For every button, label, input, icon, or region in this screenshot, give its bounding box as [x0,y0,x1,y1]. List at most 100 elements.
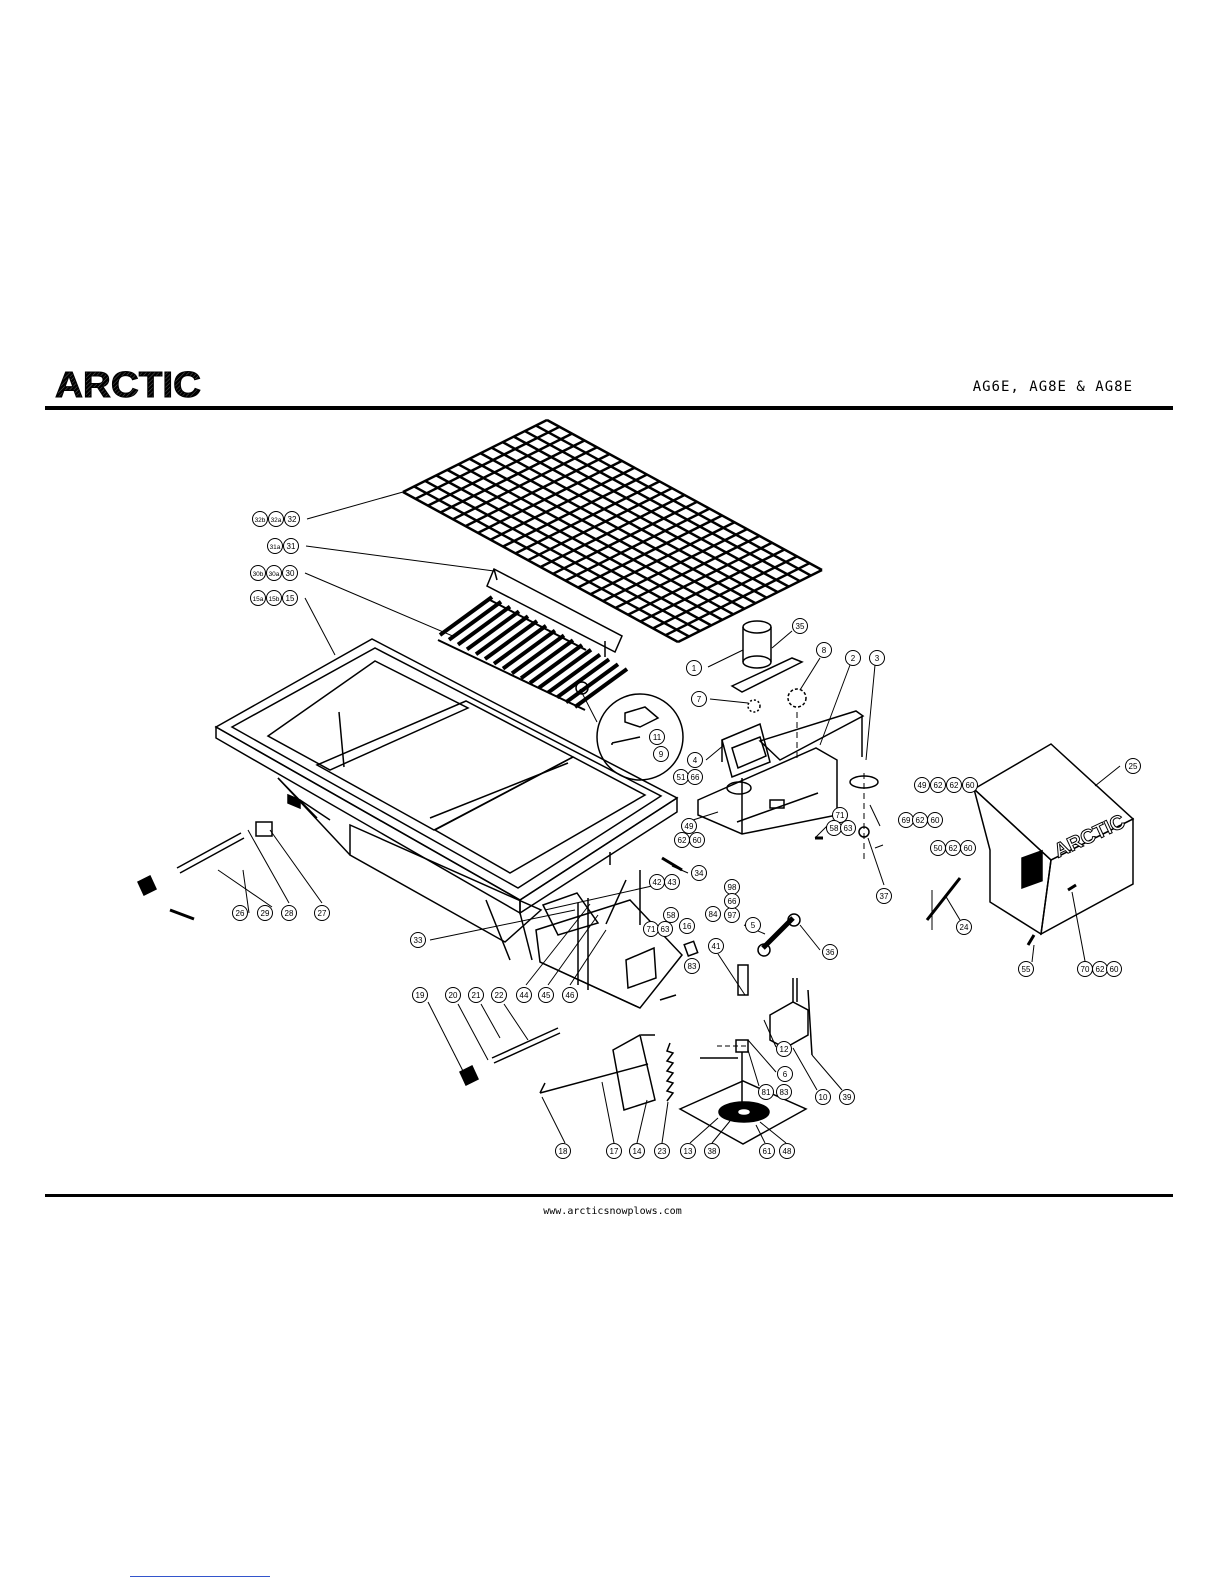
callout-39: 39 [839,1089,855,1105]
callout-circle [314,905,330,921]
callout-circle [845,650,861,666]
leader-line [711,1120,731,1144]
chain-link [564,662,620,704]
chain-link [528,643,584,685]
callout-28: 28 [281,905,297,921]
svg-text:ARCTIC: ARCTIC [1051,811,1129,863]
callout-circle [840,820,856,836]
leader-line [601,1081,615,1144]
callout-60: 60 [962,777,978,793]
callout-circle [445,987,461,1003]
callout-circle [283,538,299,554]
callout-circle [257,905,273,921]
callout-number: 18 [559,1147,568,1156]
website-url: www.arcticsnowplows.com [543,1206,682,1217]
callout-30a: 30a [266,565,282,581]
callout-number: 62 [1096,965,1105,974]
conveyor-chain [437,595,629,711]
leader-line [1031,944,1035,963]
callout-number: 11 [653,733,662,742]
callout-circle [606,1143,622,1159]
callout-30b: 30b [250,565,266,581]
callout-24: 24 [956,919,972,935]
model-numbers: AG6E, AG8E & AG8E [972,379,1133,395]
callout-circle [657,921,673,937]
callout-number: 83 [780,1088,789,1097]
callout-31a: 31a [267,538,283,554]
callout-number: 46 [566,991,575,1000]
leader-line [217,869,273,908]
leader-line [747,1049,760,1087]
callout-20: 20 [445,987,461,1003]
callout-circle [691,691,707,707]
callout-number: 30b [253,571,264,578]
callout-97: 97 [724,907,740,923]
grate-bar [564,507,711,582]
callout-2: 2 [845,650,861,666]
grate-bar [539,493,686,569]
callout-number: 62 [678,836,687,845]
callout-18: 18 [555,1143,571,1159]
callout-circle [776,1084,792,1100]
callout-circle [680,1143,696,1159]
callout-36: 36 [822,944,838,960]
callout-number: 50 [934,844,943,853]
callout-circle [822,944,838,960]
callout-5: 5 [745,917,761,933]
callout-number: 98 [728,883,737,892]
callout-number: 60 [964,844,973,853]
grate-bar [489,466,636,541]
callout-circle [555,1143,571,1159]
callout-58: 58 [663,907,679,923]
callout-number: 32 [288,515,297,524]
callout-62: 62 [912,812,928,828]
callout-10: 10 [815,1089,831,1105]
leader-line [819,664,851,746]
leader-line [865,664,876,761]
callout-6: 6 [777,1066,793,1082]
callout-number: 17 [610,1147,619,1156]
callout-45: 45 [538,987,554,1003]
callout-17: 17 [606,1143,622,1159]
grate-bar [589,521,736,596]
callout-number: 60 [1110,965,1119,974]
callout-number: 23 [658,1147,667,1156]
callout-number: 58 [667,911,676,920]
callout-50: 50 [930,840,946,856]
callout-number: 69 [902,816,911,825]
callout-71: 71 [832,807,848,823]
top-grate [402,418,823,644]
callout-84: 84 [705,906,721,922]
callout-circle [708,938,724,954]
callout-number: 14 [633,1147,642,1156]
callout-number: 51 [677,773,686,782]
callout-number: 15a [253,596,264,603]
control-cover: ARCTIC [972,743,1135,936]
grate-bar [502,473,648,548]
callout-number: 4 [693,756,698,765]
callout-number: 3 [875,654,880,663]
callout-number: 48 [783,1147,792,1156]
callout-circle [664,874,680,890]
chain-rail [437,639,586,711]
chain-link [546,652,602,695]
callout-21: 21 [468,987,484,1003]
callout-60: 60 [960,840,976,856]
leader-line [304,597,336,656]
leader-line [525,903,591,986]
callout-31: 31 [283,538,299,554]
chain-link [501,628,557,671]
leader-line [709,698,749,704]
callout-1: 1 [686,660,702,676]
callout-number: 31 [287,542,296,551]
callout-62: 62 [930,777,946,793]
callout-number: 58 [830,824,839,833]
callout-circle [779,1143,795,1159]
callout-number: 61 [763,1147,772,1156]
callout-number: 97 [728,911,737,920]
grate-bar [439,439,586,514]
callout-number: 45 [542,991,551,1000]
callout-circle [687,752,703,768]
callout-44: 44 [516,987,532,1003]
